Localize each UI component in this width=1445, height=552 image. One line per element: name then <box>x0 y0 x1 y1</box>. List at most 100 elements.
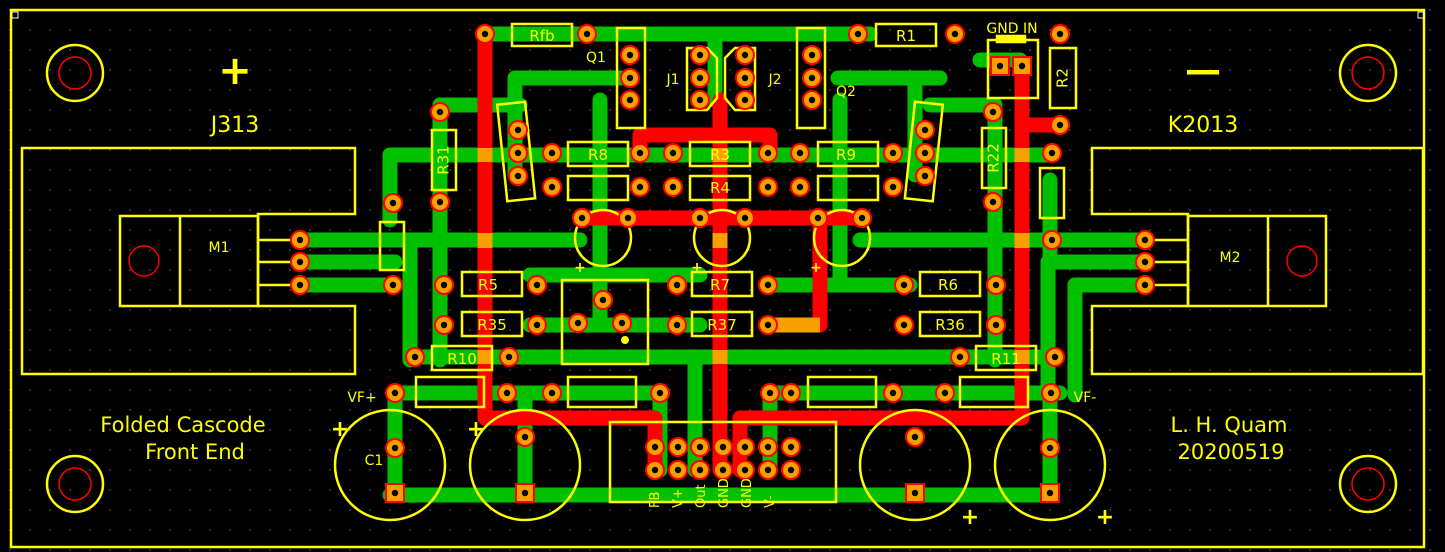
capacitor-outlines <box>333 408 1107 522</box>
pad-hole <box>533 281 541 289</box>
resistor-r6-outline <box>918 270 982 298</box>
plus-sign-label: + <box>218 48 252 94</box>
label-q2: Q2 <box>836 84 856 100</box>
pad-hole <box>673 281 681 289</box>
pad-hole <box>548 389 556 397</box>
c3-outline <box>858 408 972 522</box>
pad-hole <box>992 281 1000 289</box>
pad-hole <box>808 51 816 59</box>
pad-hole <box>503 389 511 397</box>
resistor-bottom2-outline <box>566 375 638 409</box>
pad-hole <box>651 443 659 451</box>
pad-hole <box>1141 236 1149 244</box>
gnd-in-tab <box>995 34 1027 44</box>
resistor-bottom4-outline <box>958 375 1030 409</box>
pad-hole <box>764 466 772 474</box>
pad-hole <box>296 236 304 244</box>
trace <box>732 58 1030 478</box>
pad-hole <box>989 198 997 206</box>
pad-hole <box>296 281 304 289</box>
pad-hole <box>741 51 749 59</box>
j2-outline <box>723 46 757 112</box>
c1-outline <box>333 408 447 522</box>
pad-hole <box>741 466 749 474</box>
pin-label-fb: FB <box>648 492 663 508</box>
pad-hole <box>389 199 397 207</box>
pad-hole <box>764 281 772 289</box>
label-gnd-in: GND IN <box>986 21 1037 37</box>
resistor-r37-outline <box>690 310 754 338</box>
output-connector-outline <box>608 420 838 504</box>
pin-label-out: Out <box>694 484 709 508</box>
mounting-hole-tr <box>1338 43 1398 103</box>
pad-hole <box>651 466 659 474</box>
label-r2: R2 <box>1054 68 1072 88</box>
pad-hole <box>636 149 644 157</box>
pad-hole <box>696 51 704 59</box>
left-part-number: J313 <box>209 113 259 138</box>
pad-hole <box>626 51 634 59</box>
label-vf-plus: VF+ <box>347 390 376 406</box>
polarity-plus: + <box>1096 505 1114 530</box>
polarity-plus: + <box>691 260 703 276</box>
resistor-r-right-outline <box>1038 166 1066 220</box>
resistor-r1-outline <box>874 22 938 48</box>
pad-hole <box>548 149 556 157</box>
minus-sign-label: — <box>1185 50 1221 91</box>
component-labels: J313 K2013 + — Folded Cascode Front End … <box>100 21 1287 530</box>
transistor-mid-circle <box>692 208 752 268</box>
pad-hole <box>1046 444 1054 452</box>
m2-mounting-hole <box>1286 245 1318 277</box>
label-rfb: Rfb <box>529 27 554 45</box>
mounting-hole-tl <box>45 43 105 103</box>
pad-hole <box>996 62 1004 70</box>
q1-outline <box>615 26 647 130</box>
pad-hole <box>1051 353 1059 361</box>
resistor-r22-outline <box>980 126 1008 190</box>
pad-hole <box>1141 258 1149 266</box>
label-r11: R11 <box>991 350 1021 368</box>
pad-hole <box>787 389 795 397</box>
transistor-outlines <box>495 26 1040 504</box>
resistor-r2-outline <box>1048 46 1078 110</box>
pad-hole <box>674 443 682 451</box>
pad-hole <box>626 96 634 104</box>
pad-hole <box>626 74 634 82</box>
label-r3: R3 <box>710 146 730 164</box>
polarity-plus: + <box>467 417 485 442</box>
label-r36: R36 <box>935 316 965 334</box>
pad-hole <box>889 183 897 191</box>
pad-hole <box>656 389 664 397</box>
pad-hole <box>921 126 929 134</box>
pad-hole <box>1048 149 1056 157</box>
pad-hole <box>440 281 448 289</box>
mounting-holes <box>45 43 1398 514</box>
pad-hole <box>411 353 419 361</box>
label-c1: C1 <box>365 453 384 469</box>
pad-hole <box>391 444 399 452</box>
pad-hole <box>796 183 804 191</box>
pad-hole <box>741 443 749 451</box>
pad-hole <box>764 443 772 451</box>
corner-marker <box>1417 11 1425 19</box>
pad-hole <box>599 296 607 304</box>
transistor-left-circle <box>573 208 633 268</box>
pad-hole <box>741 74 749 82</box>
resistor-r3-outline <box>688 140 752 168</box>
resistor-r8b-outline <box>566 174 630 202</box>
transistor-right-circle <box>812 208 872 268</box>
pad-hole <box>900 321 908 329</box>
resistor-r-left-outline <box>378 220 406 272</box>
pad-hole <box>574 319 582 327</box>
pad-hole <box>1056 30 1064 38</box>
pad-hole <box>618 319 626 327</box>
mounting-hole-br <box>1338 454 1398 514</box>
pad-hole <box>505 353 513 361</box>
label-j1: J1 <box>665 72 679 88</box>
pad-hole <box>669 149 677 157</box>
resistor-bottom1-outline <box>414 375 486 409</box>
pad-hole <box>764 183 772 191</box>
label-r37: R37 <box>707 316 737 334</box>
resistor-r11-outline <box>974 344 1038 372</box>
